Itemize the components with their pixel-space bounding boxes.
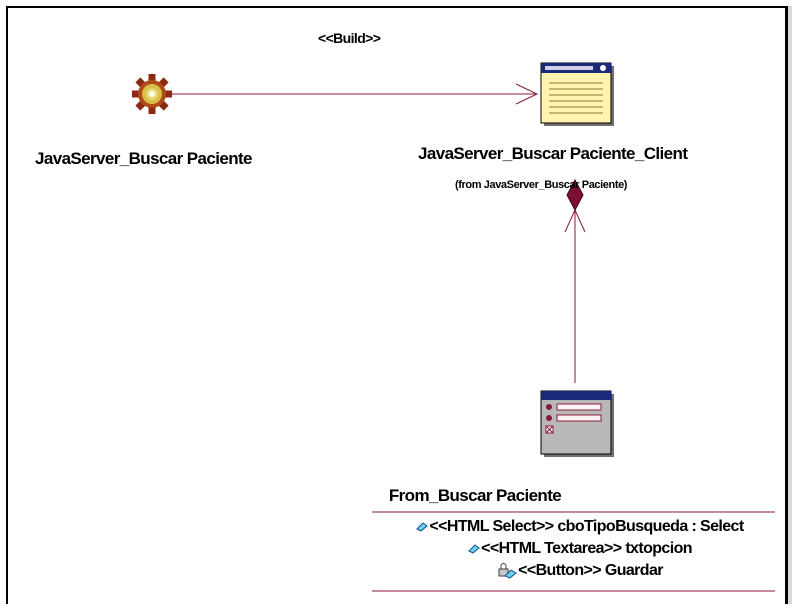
form-attribute-text: <<HTML Select>> cboTipoBusqueda : Select	[429, 518, 744, 535]
attribute-diamond-icon	[416, 522, 429, 532]
form-attribute-text: <<Button>> Guardar	[518, 562, 663, 579]
form-attribute-row[interactable]: <<Button>> Guardar	[365, 560, 795, 582]
html-form-icon[interactable]	[540, 390, 614, 457]
form-attributes: <<HTML Select>> cboTipoBusqueda : Select…	[365, 516, 795, 582]
form-attribute-text: <<HTML Textarea>> txtopcion	[481, 540, 692, 557]
client-page-from-note: (from JavaServer_Buscar Paciente)	[455, 179, 628, 191]
gear-icon[interactable]	[132, 74, 172, 114]
form-class-name[interactable]: From_Buscar Paciente	[388, 486, 562, 505]
build-stereotype-label: <<Build>>	[318, 30, 381, 46]
form-aggregation-connector[interactable]	[564, 178, 586, 383]
server-page-name[interactable]: JavaServer_Buscar Paciente	[35, 149, 253, 168]
client-page-icon[interactable]	[540, 62, 614, 126]
client-page-name[interactable]: JavaServer_Buscar Paciente_Client	[418, 144, 688, 163]
protected-attribute-icon	[498, 562, 517, 579]
attribute-diamond-icon	[468, 544, 480, 554]
form-attribute-row[interactable]: <<HTML Textarea>> txtopcion	[365, 538, 795, 560]
form-attribute-row[interactable]: <<HTML Select>> cboTipoBusqueda : Select	[365, 516, 795, 538]
build-dependency-connector[interactable]	[170, 83, 539, 105]
